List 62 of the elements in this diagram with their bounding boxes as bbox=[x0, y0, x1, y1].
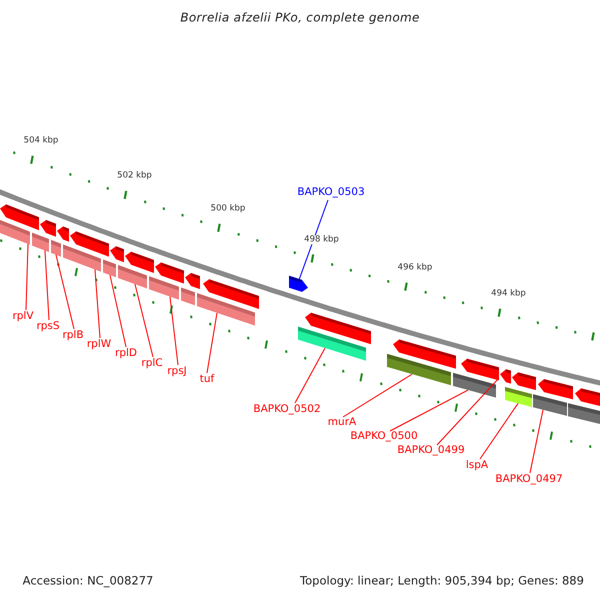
gene-block bbox=[538, 379, 573, 400]
footer-text: Topology: linear; Length: 905,394 bp; Genes: 889 bbox=[300, 574, 584, 588]
gene-label: BAPKO_0497 bbox=[495, 474, 563, 486]
gene-block bbox=[185, 273, 200, 290]
gene-label: BAPKO_0500 bbox=[350, 431, 418, 443]
gene-label: rplB bbox=[62, 330, 84, 342]
gene-bar bbox=[197, 293, 255, 326]
leader-line bbox=[26, 244, 28, 310]
gene-block bbox=[500, 369, 511, 384]
gene-block bbox=[57, 226, 69, 242]
gene-bar bbox=[0, 218, 30, 245]
leader-line bbox=[342, 374, 412, 418]
gene-bar bbox=[533, 394, 567, 416]
title: Borrelia afzelii PKo, complete genome bbox=[180, 11, 420, 25]
leader-line bbox=[94, 269, 100, 338]
leader-line bbox=[480, 402, 518, 460]
leader-line bbox=[134, 284, 154, 358]
scale-label: 494 kbp bbox=[490, 289, 527, 298]
leader-line bbox=[298, 200, 328, 280]
footer-text: Accession: NC_008277 bbox=[22, 574, 154, 588]
gene-label: BAPKO_0499 bbox=[397, 445, 465, 457]
gene-bar bbox=[103, 260, 116, 278]
scale-label: 500 kbp bbox=[210, 204, 246, 214]
gene-label: rplC bbox=[141, 358, 163, 370]
gene-label: tuf bbox=[200, 374, 214, 386]
gene-label: BAPKO_0502 bbox=[253, 404, 321, 416]
scale-label: 504 kbp bbox=[22, 136, 60, 146]
gene-label: rpsJ bbox=[167, 366, 187, 378]
scale-label: 498 kbp bbox=[303, 234, 340, 244]
gene-block bbox=[110, 246, 124, 262]
gene-label: lspA bbox=[466, 460, 488, 472]
gene-block bbox=[575, 388, 600, 408]
gene-label: rplD bbox=[115, 348, 137, 360]
leader-line bbox=[56, 254, 74, 330]
leader-line bbox=[110, 274, 126, 348]
leader-line bbox=[44, 250, 50, 320]
gene-bar bbox=[298, 326, 366, 361]
gene-bar bbox=[32, 232, 49, 252]
gene-bar bbox=[149, 276, 179, 300]
gene-bar bbox=[51, 240, 61, 257]
gene-bar bbox=[505, 387, 532, 408]
gene-label: BAPKO_0503 bbox=[297, 187, 365, 199]
leader-line bbox=[206, 312, 218, 374]
leader-line bbox=[390, 390, 468, 432]
gene-block bbox=[40, 220, 56, 237]
gene-bar bbox=[453, 372, 496, 398]
gene-label: rplV bbox=[12, 311, 34, 323]
gene-label: rpsS bbox=[36, 321, 60, 333]
gene-block bbox=[289, 276, 308, 292]
gene-bar bbox=[387, 354, 451, 386]
leader-line bbox=[170, 296, 178, 366]
gene-bar bbox=[181, 288, 195, 306]
gene-label: rplW bbox=[86, 339, 112, 351]
scale-label: 496 kbp bbox=[396, 263, 434, 272]
gene-bar bbox=[63, 244, 101, 272]
leader-line bbox=[436, 378, 498, 446]
leader-line bbox=[530, 409, 544, 474]
leader-line bbox=[294, 348, 326, 404]
gene-bar bbox=[118, 265, 147, 288]
gene-label: murA bbox=[328, 417, 356, 429]
gene-bar bbox=[568, 403, 600, 426]
scale-label: 502 kbp bbox=[116, 171, 153, 181]
